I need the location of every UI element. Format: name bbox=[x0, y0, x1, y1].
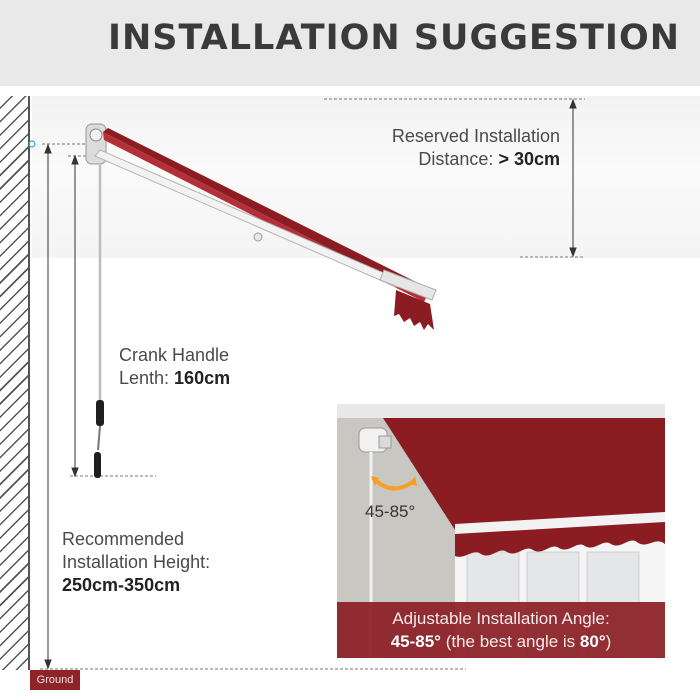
caption-close: ) bbox=[605, 632, 612, 651]
reserved-value: > 30cm bbox=[498, 149, 560, 169]
crank-value: 160cm bbox=[174, 368, 231, 388]
height-line3: 250cm-350cm bbox=[62, 574, 210, 597]
reserved-prefix: Distance: bbox=[418, 149, 499, 169]
reserved-line1: Reserved Installation bbox=[391, 126, 560, 146]
caption-best: 80° bbox=[579, 632, 606, 651]
angle-range-marker: 45-85° bbox=[365, 502, 416, 521]
crank-prefix: Lenth: bbox=[119, 368, 175, 388]
crank-line2: Lenth: 160cm bbox=[119, 367, 230, 390]
angle-caption: Adjustable Installation Angle: 45-85° (t… bbox=[337, 602, 665, 658]
height-line2: Installation Height: bbox=[62, 552, 211, 572]
wall-hatch bbox=[0, 96, 30, 670]
reserved-distance-label: Reserved Installation Distance: > 30cm bbox=[392, 125, 560, 171]
crank-line1: Crank Handle bbox=[119, 345, 230, 365]
reserved-line2: Distance: > 30cm bbox=[392, 148, 560, 171]
caption-line1: Adjustable Installation Angle: bbox=[392, 609, 610, 628]
height-value: 250cm-350cm bbox=[62, 575, 181, 595]
angle-photo-inset: 45-85° Adjustable Installation Angle: 45… bbox=[337, 404, 665, 658]
caption-line2: 45-85° (the best angle is 80°) bbox=[337, 630, 665, 653]
page-title: INSTALLATION SUGGESTION bbox=[107, 18, 680, 58]
height-line1: Recommended bbox=[62, 529, 185, 549]
ground-badge: Ground bbox=[30, 670, 80, 690]
caption-rest: (the best angle is bbox=[440, 632, 580, 651]
crank-handle-label: Crank Handle Lenth: 160cm bbox=[119, 344, 230, 390]
header-bar: INSTALLATION SUGGESTION bbox=[0, 0, 700, 86]
installation-height-label: Recommended Installation Height: 250cm-3… bbox=[62, 528, 210, 597]
caption-range: 45-85° bbox=[390, 632, 441, 651]
